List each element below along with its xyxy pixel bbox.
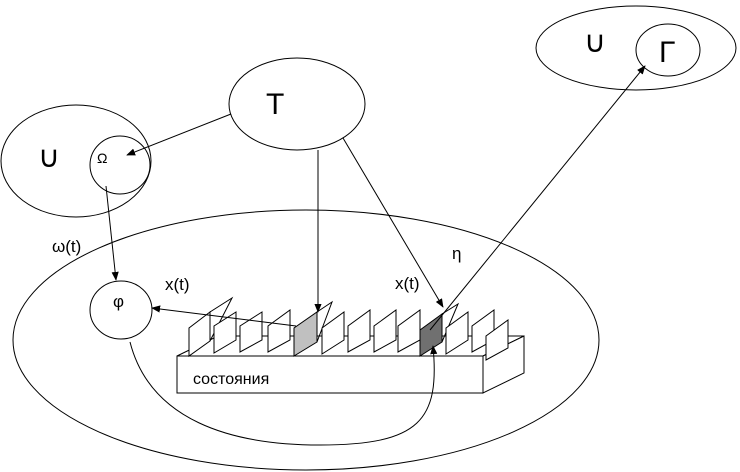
state-card	[321, 311, 345, 355]
state-card	[316, 300, 334, 343]
union-left-ellipse	[0, 104, 152, 218]
arrow-t-to-dark-state	[342, 137, 444, 308]
state-card	[445, 311, 469, 355]
t-ellipse	[228, 57, 366, 151]
phi-label: φ	[113, 292, 124, 311]
gamma-ellipse	[635, 23, 701, 77]
state-card	[213, 311, 237, 354]
union-right-ellipse	[535, 5, 737, 91]
arrow-omega-to-phi	[105, 185, 119, 281]
state-card	[485, 319, 509, 361]
omega-t-label: ω(t)	[52, 237, 81, 256]
curve-phi-to-state	[129, 341, 438, 446]
states-side-face	[482, 335, 525, 394]
omega-label: Ω	[97, 150, 107, 166]
arrow-state-to-gamma	[429, 65, 646, 331]
eta-label: η	[452, 244, 461, 263]
omega-ellipse	[89, 135, 151, 195]
state-card	[209, 296, 234, 342]
outer-ellipse	[12, 209, 600, 471]
arrow-t-to-omega	[126, 113, 232, 156]
arrow-state-to-phi	[151, 305, 297, 327]
gamma-label: Г	[659, 36, 675, 69]
state-card	[397, 309, 421, 353]
union-left-label: ∪	[38, 141, 60, 174]
x-t-right-label: x(t)	[395, 274, 420, 293]
state-card	[267, 309, 291, 353]
states-label: состояния	[193, 371, 269, 388]
state-card	[441, 302, 460, 343]
union-right-label: ∪	[584, 26, 606, 59]
state-card	[373, 309, 397, 353]
state-card	[239, 311, 263, 353]
x-t-left-label: x(t)	[165, 275, 190, 294]
t-label: T	[266, 88, 284, 121]
state-card	[347, 309, 371, 353]
